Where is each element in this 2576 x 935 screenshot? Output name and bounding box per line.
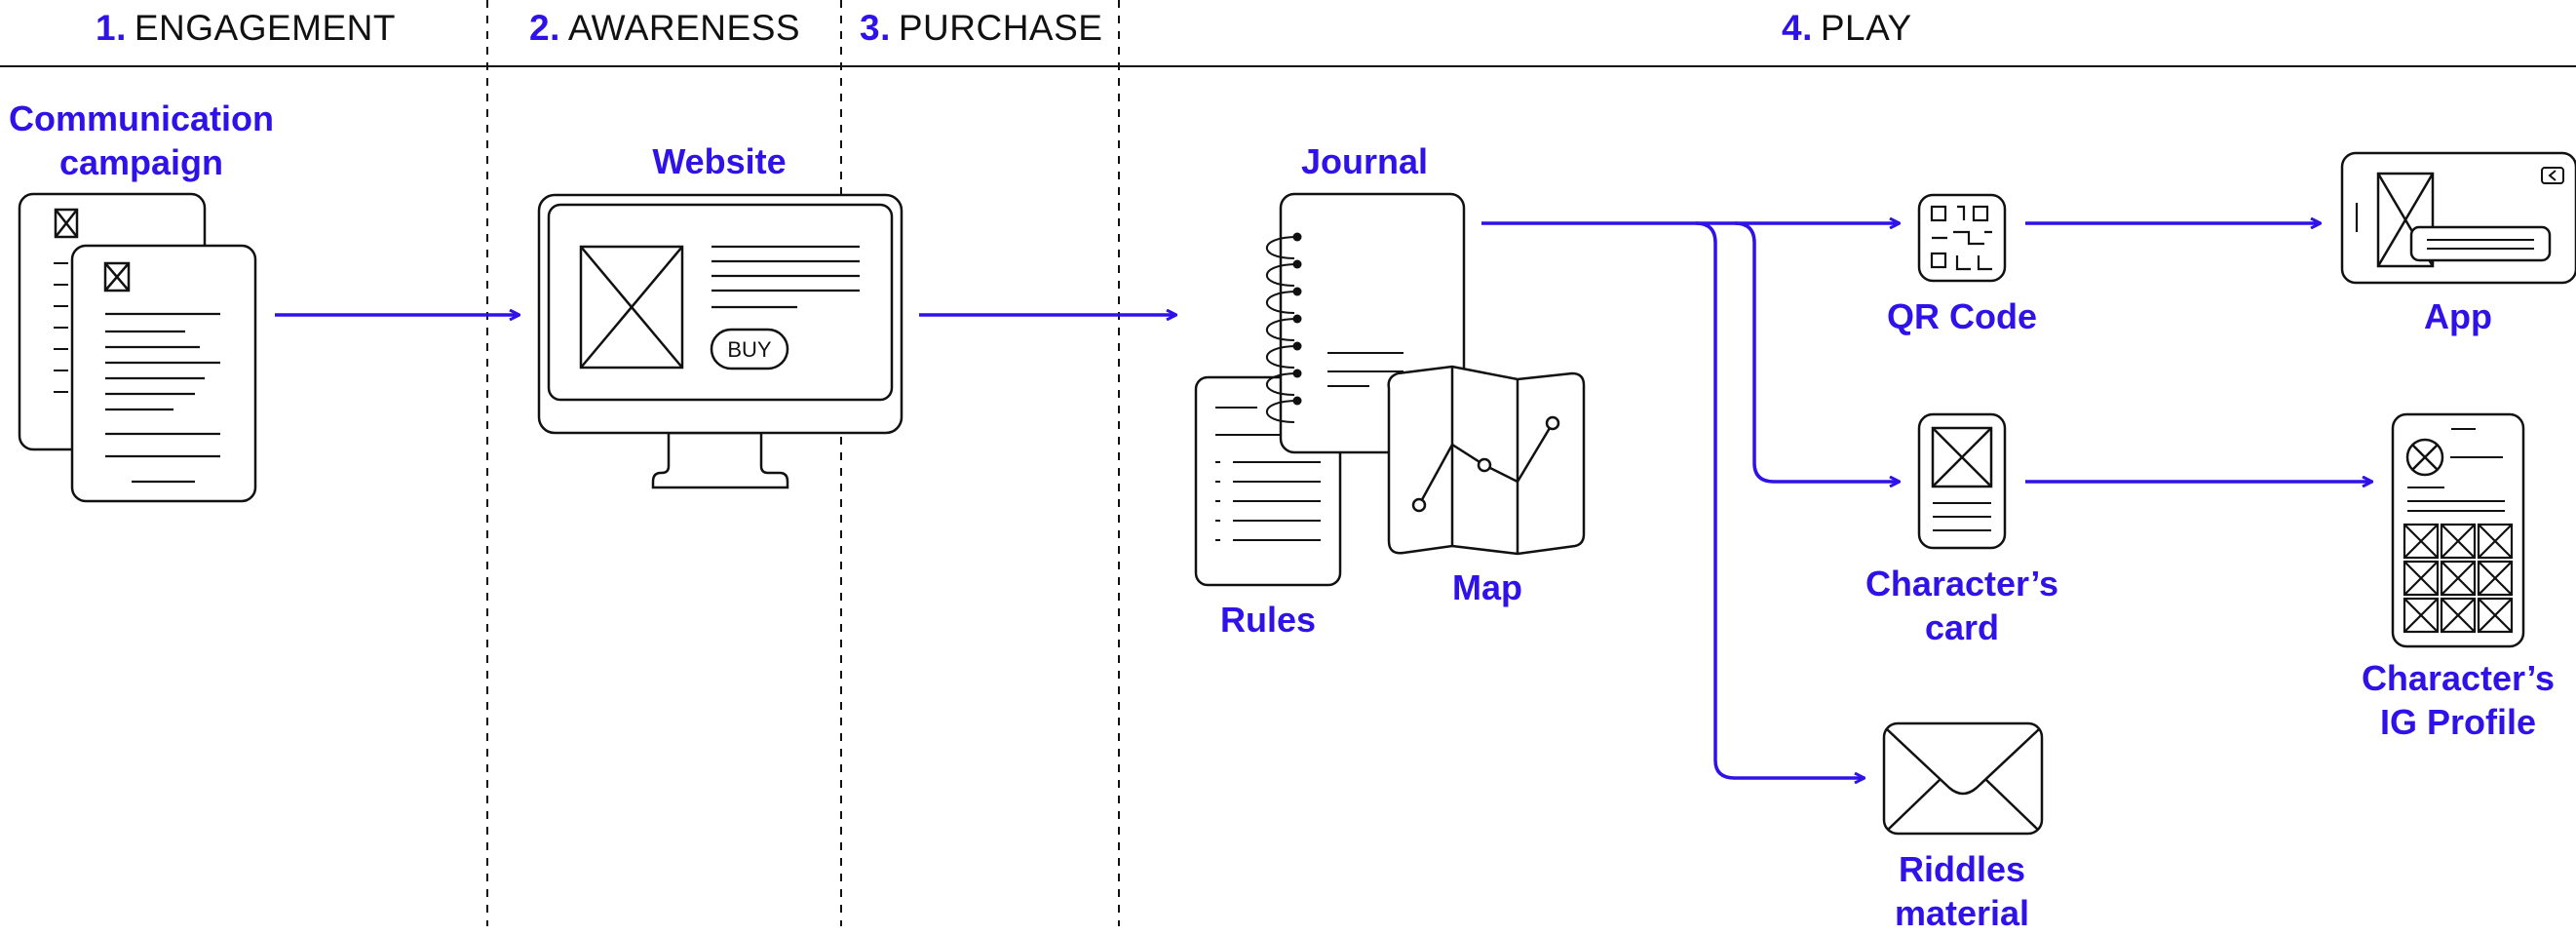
phase-purchase-header: 3.PURCHASE <box>860 8 1102 49</box>
phase-number: 2. <box>529 8 560 48</box>
app-screen-icon <box>2340 151 2576 285</box>
ig-profile-label: Character’s IG Profile <box>2361 658 2556 742</box>
ig-profile-phone-icon <box>2391 412 2525 648</box>
phase-number: 4. <box>1782 8 1813 48</box>
rules-label: Rules <box>1219 600 1317 640</box>
website-monitor-icon <box>537 193 904 489</box>
qr-code-label: QR Code <box>1886 296 2037 336</box>
app-label: App <box>2424 296 2492 336</box>
phase-awareness-header: 2.AWARENESS <box>529 8 800 49</box>
buy-button[interactable] <box>710 328 789 370</box>
phase-name: PURCHASE <box>898 8 1103 48</box>
phase-number: 3. <box>860 8 891 48</box>
riddles-material-label: Riddles material <box>1894 849 2030 933</box>
qr-code-icon <box>1917 193 2007 283</box>
map-label: Map <box>1452 567 1522 607</box>
map-icon <box>1387 365 1586 556</box>
envelope-icon <box>1882 721 2044 836</box>
website-label: Website <box>652 141 787 181</box>
communication-documents-icon <box>18 192 257 503</box>
character-card-label: Character’s card <box>1865 564 2059 647</box>
phase-play-header: 4.PLAY <box>1782 8 1912 49</box>
arrow-journal-to-riddles <box>1695 221 1864 778</box>
arrow-journal-to-character-card <box>1734 221 1899 482</box>
phase-engagement-header: 1.ENGAGEMENT <box>96 8 396 49</box>
phase-name: ENGAGEMENT <box>134 8 396 48</box>
phase-name: AWARENESS <box>567 8 801 48</box>
communication-campaign-label: Communication campaign <box>8 98 274 182</box>
phase-number: 1. <box>96 8 127 48</box>
character-card-icon <box>1917 412 2007 550</box>
buy-button-label: BUY <box>727 337 772 362</box>
phase-name: PLAY <box>1820 8 1912 48</box>
journal-label: Journal <box>1300 141 1429 181</box>
